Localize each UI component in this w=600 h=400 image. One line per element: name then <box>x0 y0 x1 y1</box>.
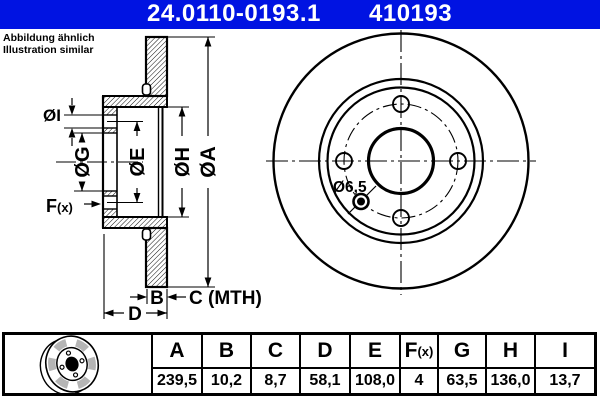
spec-value-b: 10,2 <box>201 367 250 393</box>
note-line-english: Illustration similar <box>3 44 94 56</box>
spec-col-header-d: D <box>299 335 349 367</box>
label-dia-a: ØA <box>197 146 220 178</box>
illustration-note: Abbildung ähnlich Illustration similar <box>3 32 95 56</box>
fillet-notch-bottom <box>141 228 152 241</box>
spec-col-header-c: C <box>250 335 299 367</box>
spec-value-g: 63,5 <box>437 367 485 393</box>
cross-section-view: ØI ØG ØE ØH ØA F(x) B C (MTH) D <box>43 35 262 325</box>
label-dia-g: ØG <box>72 146 94 177</box>
set-screw-hole-center <box>357 197 365 206</box>
note-line-german: Abbildung ähnlich <box>3 32 95 44</box>
label-dia-h: ØH <box>172 147 194 177</box>
label-b: B <box>150 288 164 309</box>
spec-value-h: 136,0 <box>485 367 534 393</box>
label-d: D <box>128 304 142 325</box>
header-f-sub: (x) <box>417 343 434 359</box>
bolt-holes <box>335 95 467 227</box>
spec-value-f: 4 <box>399 367 437 393</box>
outer-diameter-circle <box>272 32 530 290</box>
spec-col-header-g: G <box>437 335 485 367</box>
wall-hole-edges <box>103 114 117 210</box>
extension-lines <box>64 36 215 319</box>
header-f-main: F <box>404 339 418 362</box>
hat-diameter-circle-outer <box>317 77 485 245</box>
label-dia-i: ØI <box>43 106 61 125</box>
bolt-circle <box>343 103 459 219</box>
hat-flange-top <box>102 95 168 108</box>
spec-col-header-h: H <box>485 335 534 367</box>
spec-value-e: 108,0 <box>349 367 399 393</box>
center-bore-circle <box>366 126 436 196</box>
wall-hatch-3 <box>103 191 117 196</box>
spec-col-header-b: B <box>201 335 250 367</box>
fillet-notch-top <box>141 83 152 96</box>
label-c: C (MTH) <box>189 288 262 309</box>
wall-hatch-1 <box>103 107 117 115</box>
spec-col-header-a: A <box>151 335 201 367</box>
part-number-primary: 24.0110-0193.1 <box>147 0 321 27</box>
header-bar: 24.0110-0193.1 410193 <box>0 0 600 29</box>
spec-table: A B C D E F(x) G H I 239,5 10,2 8,7 58,1… <box>2 332 597 396</box>
dimension-arrowheads <box>68 37 212 317</box>
spec-value-c: 8,7 <box>250 367 299 393</box>
label-dia-e: ØE <box>127 148 149 177</box>
hat-diameter-circle-inner <box>326 86 476 236</box>
label-set-screw-dia: Ø6,5 <box>333 179 367 196</box>
spec-value-d: 58,1 <box>299 367 349 393</box>
spec-value-a: 239,5 <box>151 367 201 393</box>
wall-hatch-2 <box>103 128 117 133</box>
technical-drawing: ØI ØG ØE ØH ØA F(x) B C (MTH) D <box>43 30 536 325</box>
spec-col-header-e: E <box>349 335 399 367</box>
front-view: Ø6,5 <box>266 30 536 295</box>
brake-disc-icon <box>39 335 99 393</box>
spec-value-i: 13,7 <box>534 367 594 393</box>
disc-thumbnail-cell <box>5 335 151 393</box>
spec-col-header-i: I <box>534 335 594 367</box>
part-number-secondary: 410193 <box>369 0 453 27</box>
label-f: F(x) <box>46 196 73 216</box>
wall-hatch-4 <box>103 209 117 217</box>
spec-col-header-f: F(x) <box>399 335 437 367</box>
hat-flange-bottom <box>102 216 168 229</box>
